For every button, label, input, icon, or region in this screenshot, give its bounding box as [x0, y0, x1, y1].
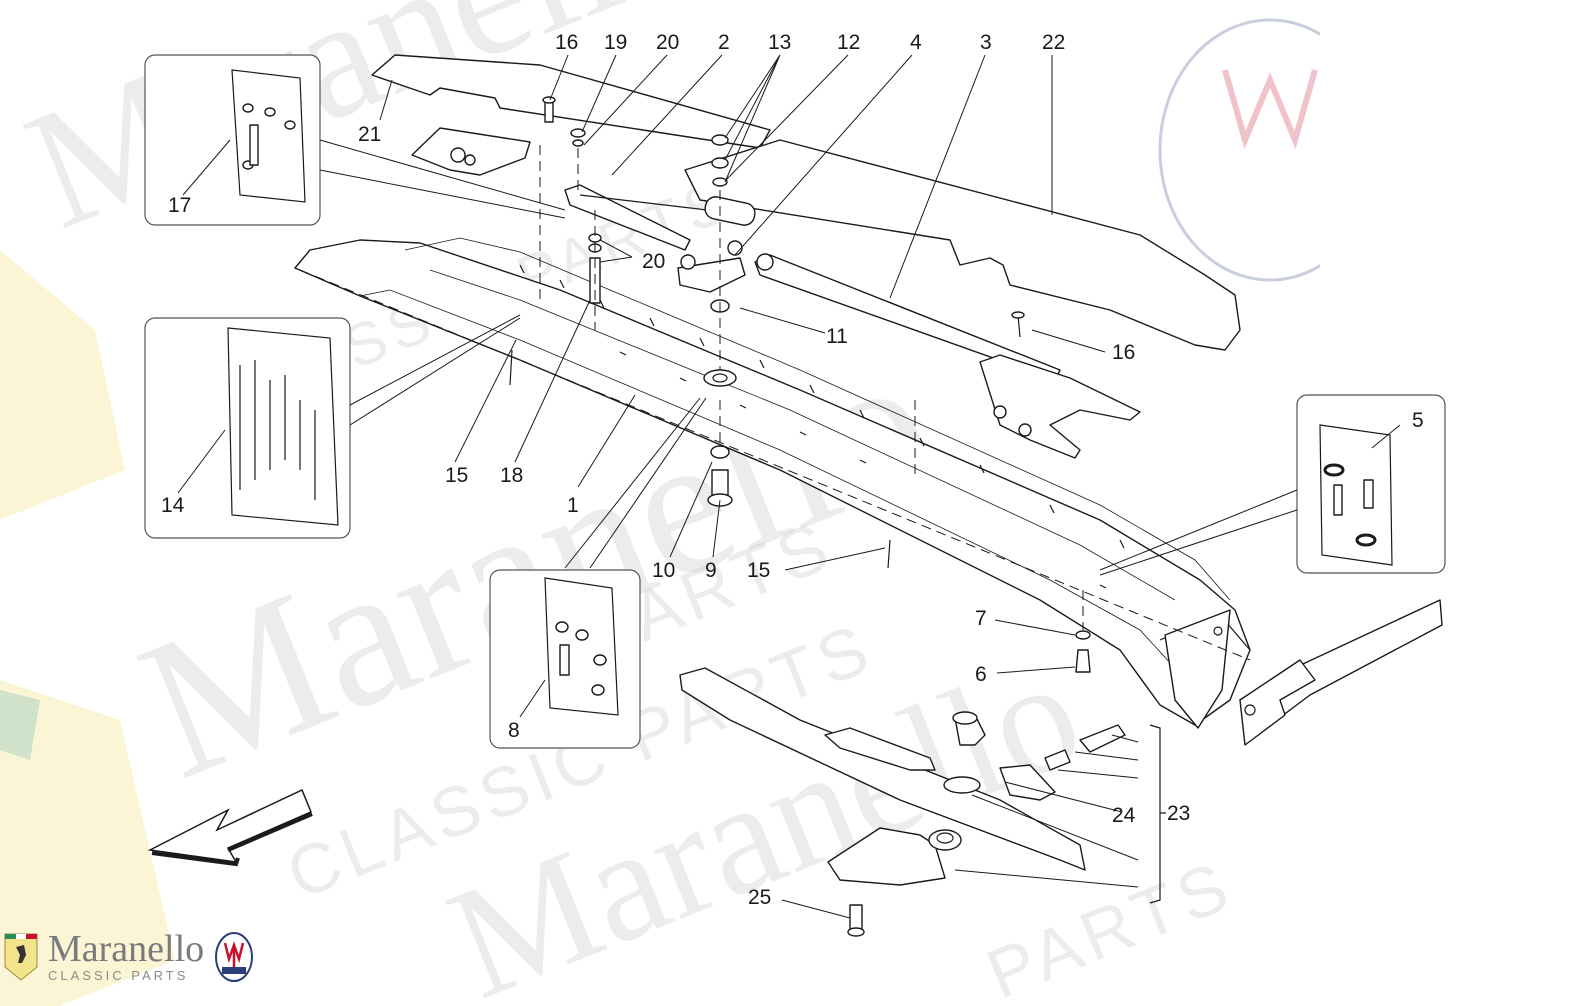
callout-23: 23	[1167, 802, 1190, 825]
inset-box-17	[144, 54, 321, 226]
gas-strut-2	[564, 184, 756, 251]
callout-8: 8	[508, 719, 520, 742]
callout-7: 7	[975, 607, 987, 630]
lower-panel	[679, 667, 1086, 871]
hinge-assembly-23	[827, 711, 1126, 937]
bracket-23	[1149, 724, 1166, 904]
callout-20-top: 20	[656, 31, 679, 54]
callout-15-left: 15	[445, 464, 468, 487]
main-cross-bar	[294, 237, 1251, 729]
callout-25: 25	[748, 886, 771, 909]
inset-box-5	[1296, 394, 1446, 574]
callout-5: 5	[1412, 409, 1424, 432]
callout-16-right: 16	[1112, 341, 1135, 364]
alignment-lines	[299, 145, 1251, 661]
bar-slot-marks	[519, 264, 1125, 589]
callout-20-mid: 20	[642, 250, 665, 273]
callout-19: 19	[604, 31, 627, 54]
callout-21: 21	[358, 123, 381, 146]
small-hardware	[509, 96, 1091, 673]
inset-box-14	[144, 317, 351, 539]
callout-18: 18	[500, 464, 523, 487]
callout-11: 11	[826, 325, 848, 348]
maserati-logo-watermark	[1158, 0, 1596, 282]
hinge-right	[979, 354, 1141, 459]
callout-17: 17	[168, 194, 191, 217]
callout-labels: 16 19 20 2 13 12 4 3 22 21 17 20 11 16 5…	[161, 31, 1424, 909]
maserati-trident-icon	[215, 931, 254, 982]
callout-14: 14	[161, 494, 185, 517]
brand-footer: Maranello CLASSIC PARTS	[4, 930, 254, 983]
callout-1: 1	[567, 494, 579, 517]
inset-box-8	[489, 569, 641, 749]
ferrari-shield-icon	[4, 933, 38, 981]
leader-lines	[177, 54, 1401, 919]
side-rail	[1239, 599, 1443, 746]
svg-text:PARTS: PARTS	[976, 845, 1243, 1006]
callout-16-top: 16	[555, 31, 578, 54]
callout-4: 4	[910, 31, 922, 54]
callout-6: 6	[975, 663, 987, 686]
callout-22: 22	[1042, 31, 1065, 54]
direction-arrow	[147, 788, 312, 863]
top-cover-panel-21	[371, 54, 771, 149]
callout-2: 2	[718, 31, 730, 54]
brand-text: Maranello CLASSIC PARTS	[48, 930, 204, 983]
callout-12: 12	[837, 31, 860, 54]
brand-subtitle: CLASSIC PARTS	[48, 968, 189, 983]
callout-3: 3	[980, 31, 992, 54]
callout-24: 24	[1112, 804, 1136, 827]
hinge-left	[411, 127, 531, 176]
callout-13: 13	[768, 31, 791, 54]
callout-15-mid: 15	[747, 559, 770, 582]
brand-name: Maranello	[48, 928, 205, 970]
direction-arrow-shadow	[151, 812, 313, 867]
rear-cover-panel-22	[684, 139, 1241, 351]
ferrari-shield-watermark	[0, 250, 175, 1006]
callout-10: 10	[652, 559, 675, 582]
callout-9: 9	[705, 559, 717, 582]
